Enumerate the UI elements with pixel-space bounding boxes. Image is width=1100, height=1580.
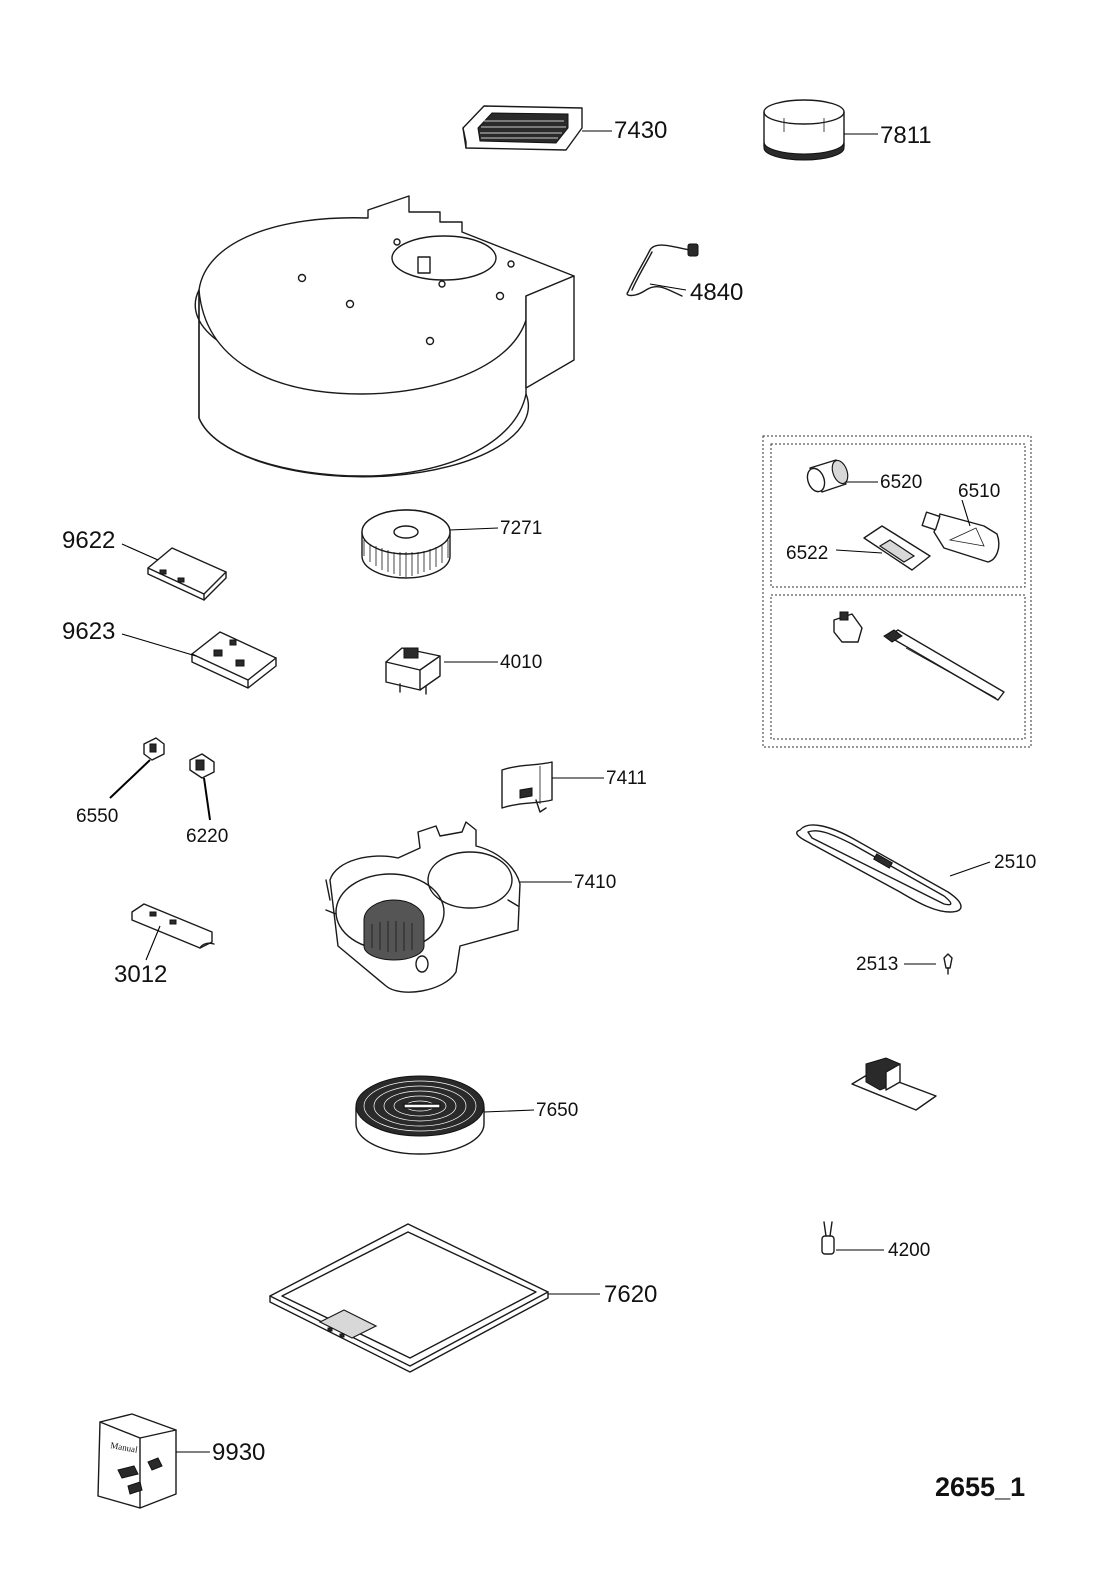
part-7271-fan-wheel[interactable] <box>361 509 451 579</box>
part-9930-manual-bag[interactable]: Manual <box>97 1413 177 1509</box>
part-9622-cover-plate[interactable] <box>147 547 227 601</box>
part-label-7620: 7620 <box>604 1281 657 1308</box>
part-label-4840: 4840 <box>690 279 743 306</box>
part-label-7650: 7650 <box>536 1100 578 1121</box>
part-6220-connector[interactable] <box>189 753 215 779</box>
part-label-7430: 7430 <box>614 117 667 144</box>
kit-group-lower-box <box>770 594 1026 740</box>
part-label-6550: 6550 <box>76 806 118 827</box>
part-7811-collar-ring[interactable] <box>763 99 845 161</box>
hood-housing[interactable] <box>194 195 575 478</box>
part-3012-bracket[interactable] <box>131 903 215 949</box>
part-label-7271: 7271 <box>500 518 542 539</box>
part-label-2510: 2510 <box>994 852 1036 873</box>
kit-group-upper-box <box>770 443 1026 588</box>
part-label-4010: 4010 <box>500 652 542 673</box>
part-9623-control-board[interactable] <box>191 631 277 689</box>
part-7430-grille[interactable] <box>462 105 583 151</box>
part-6510-bottle[interactable] <box>921 511 1000 563</box>
part-7410-blower-housing[interactable] <box>325 821 521 993</box>
part-label-9622: 9622 <box>62 527 115 554</box>
part-label-2513: 2513 <box>856 954 898 975</box>
part-6550-connector[interactable] <box>143 737 165 761</box>
part-7650-carbon-filter[interactable] <box>355 1075 485 1155</box>
drawing-id: 2655_1 <box>935 1472 1025 1502</box>
part-7620-grease-filter[interactable] <box>269 1223 549 1373</box>
part-label-7411: 7411 <box>606 768 647 789</box>
part-label-9623: 9623 <box>62 618 115 645</box>
part-7411-bracket[interactable] <box>501 761 553 813</box>
part-label-6220: 6220 <box>186 826 228 847</box>
part-label-4200: 4200 <box>888 1240 930 1261</box>
part-2510-gasket[interactable] <box>796 824 962 913</box>
part-4010-switch[interactable] <box>385 647 441 695</box>
lamp-holder-kit[interactable] <box>833 611 1005 701</box>
part-6520-capacitor[interactable] <box>804 458 850 494</box>
part-label-9930: 9930 <box>212 1439 265 1466</box>
part-label-7811: 7811 <box>880 122 932 149</box>
part-label-6520: 6520 <box>880 472 922 493</box>
part-4200-lamp[interactable] <box>821 1221 835 1255</box>
part-label-7410: 7410 <box>574 872 616 893</box>
part-4840-cable[interactable] <box>626 243 699 297</box>
part-2513-screw[interactable] <box>943 953 953 975</box>
kit-group-outer-box <box>762 435 1032 748</box>
electronic-module[interactable] <box>851 1057 937 1111</box>
part-label-6510: 6510 <box>958 481 1000 502</box>
manual-bag-text: Manual <box>110 1440 139 1455</box>
part-label-6522: 6522 <box>786 543 828 564</box>
part-6522-sachet[interactable] <box>863 525 931 571</box>
part-label-3012: 3012 <box>114 961 167 988</box>
